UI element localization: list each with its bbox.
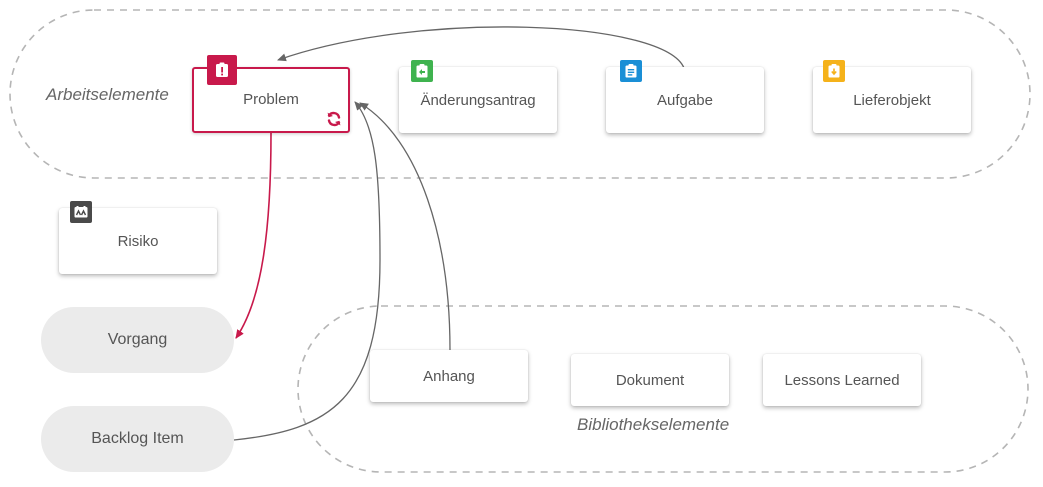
connector-backlog-to-problem [233, 101, 381, 441]
task-card-label: Aufgabe [657, 91, 713, 109]
change-request-card-label: Änderungsantrag [420, 91, 536, 109]
lessons-learned-card-label: Lessons Learned [784, 371, 900, 389]
risk-icon [70, 201, 92, 223]
backlog-item-pill-label: Backlog Item [91, 430, 184, 447]
document-card[interactable]: Dokument [571, 354, 729, 406]
work-items-group-outline [9, 9, 1031, 179]
process-pill[interactable]: Vorgang [41, 307, 234, 373]
attachment-card-label: Anhang [423, 367, 475, 385]
connector-task-to-problem [277, 26, 685, 69]
change-request-icon [411, 60, 433, 82]
task-icon [620, 60, 642, 82]
backlog-item-pill[interactable]: Backlog Item [41, 406, 234, 472]
connector-attachment-to-problem [359, 102, 451, 351]
deliverable-card-label: Lieferobjekt [853, 91, 931, 109]
work-items-group-label: Arbeitselemente [46, 85, 169, 104]
connector-problem-to-process [235, 132, 272, 339]
deliverable-icon [823, 60, 845, 82]
problem-card-label: Problem [243, 90, 299, 108]
library-items-group-outline [297, 305, 1029, 473]
problem-icon [207, 55, 237, 85]
attachment-card[interactable]: Anhang [370, 350, 528, 402]
lessons-learned-card[interactable]: Lessons Learned [763, 354, 921, 406]
process-pill-label: Vorgang [107, 331, 168, 348]
document-card-label: Dokument [615, 371, 685, 389]
sync-icon[interactable] [325, 110, 343, 128]
task-card[interactable]: Aufgabe [606, 67, 764, 133]
library-items-group-label: Bibliothekselemente [577, 415, 730, 434]
risk-card-label: Risiko [117, 232, 159, 250]
